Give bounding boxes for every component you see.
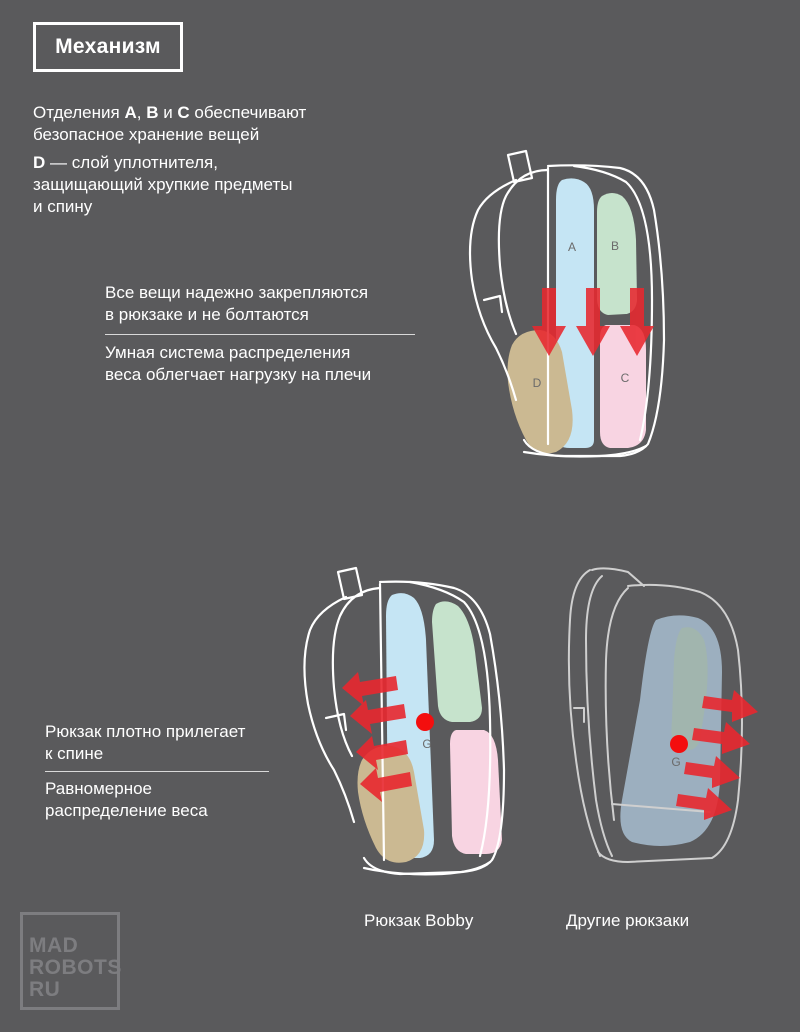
logo-line: ROBOTS xyxy=(29,956,122,979)
left-arrow-icon xyxy=(360,768,412,802)
feature-text: в рюкзаке и не болтаются xyxy=(105,305,309,324)
right-arrow-icon xyxy=(692,722,750,754)
left-arrow-icon xyxy=(350,700,406,734)
caption-others: Другие рюкзаки xyxy=(566,911,690,930)
logo-line: RU xyxy=(29,978,61,1001)
down-arrows xyxy=(532,288,654,356)
right-arrow-icon xyxy=(684,756,740,788)
compartment-b-shape xyxy=(432,601,482,722)
center-of-gravity-dot xyxy=(670,735,688,753)
feature-even-weight: Равномерное распределение веса xyxy=(45,778,208,822)
intro-sep: и xyxy=(158,103,178,122)
intro-letter-a: A xyxy=(124,103,137,122)
intro-line-2: безопасное хранение вещей xyxy=(33,125,260,144)
intro-d-line-2: защищающий хрупкие предметы xyxy=(33,175,293,194)
backpack-mechanism-illustration: A B C D xyxy=(468,149,666,458)
compartment-c-shape xyxy=(450,730,502,854)
backpack-outline xyxy=(567,567,743,863)
intro-sep: , xyxy=(136,103,147,122)
left-arrow-icon xyxy=(342,672,398,706)
feature-text: распределение веса xyxy=(45,801,208,820)
compartment-d-shape xyxy=(507,330,573,454)
madrobots-logo: MAD ROBOTS RU xyxy=(20,912,122,1010)
right-arrow-icon xyxy=(676,788,732,820)
feature-text: Все вещи надежно закрепляются xyxy=(105,283,369,302)
caption-bobby: Рюкзак Bobby xyxy=(364,911,474,930)
down-arrow-icon xyxy=(620,288,654,356)
backpack-other-illustration: G xyxy=(567,567,758,863)
label-g: G xyxy=(422,737,431,751)
page-title-text: Механизм xyxy=(55,35,161,58)
push-away-arrows xyxy=(676,690,758,820)
page-title: Механизм xyxy=(33,22,183,72)
feature-text: веса облегчает нагрузку на плечи xyxy=(105,365,372,384)
compartment-c-shape xyxy=(600,325,646,448)
divider xyxy=(45,771,269,772)
intro-text: — слой уплотнителя, xyxy=(45,153,218,172)
feature-text: к спине xyxy=(45,744,104,763)
inner-pocket-shape xyxy=(671,627,708,751)
intro-d-line-3: и спину xyxy=(33,197,93,216)
label-g: G xyxy=(671,755,680,769)
label-b: B xyxy=(611,239,619,253)
feature-text: Равномерное xyxy=(45,779,152,798)
divider xyxy=(105,334,415,335)
down-arrow-icon xyxy=(532,288,566,356)
back-pull-arrows xyxy=(342,672,412,802)
intro-d-line-1: D — слой уплотнителя, xyxy=(33,152,292,174)
intro-letter-d: D xyxy=(33,153,46,172)
intro-padding-layer: D — слой уплотнителя, защищающий хрупкие… xyxy=(33,152,292,218)
label-a: A xyxy=(568,240,576,254)
feature-weight-distribution: Умная система распределения веса облегча… xyxy=(105,342,371,386)
backpack-bobby-illustration: G xyxy=(303,566,506,876)
left-arrow-icon xyxy=(356,736,408,770)
feature-secure-items: Все вещи надежно закрепляются в рюкзаке … xyxy=(105,282,368,326)
intro-letter-c: C xyxy=(177,103,190,122)
intro-compartments: Отделения A, B и C обеспечивают безопасн… xyxy=(33,102,306,146)
intro-text: Отделения xyxy=(33,103,125,122)
label-c: C xyxy=(621,371,630,385)
intro-text: обеспечивают xyxy=(189,103,307,122)
logo-line: MAD xyxy=(29,934,79,957)
center-of-gravity-dot xyxy=(416,713,434,731)
down-arrow-icon xyxy=(576,288,610,356)
right-arrow-icon xyxy=(702,690,758,722)
intro-letter-b: B xyxy=(146,103,159,122)
intro-line-1: Отделения A, B и C обеспечивают xyxy=(33,102,306,124)
compartment-b-shape xyxy=(597,193,637,315)
label-d: D xyxy=(533,376,542,390)
feature-text: Умная система распределения xyxy=(105,343,351,362)
feature-fits-back: Рюкзак плотно прилегает к спине xyxy=(45,721,245,765)
feature-text: Рюкзак плотно прилегает xyxy=(45,722,246,741)
